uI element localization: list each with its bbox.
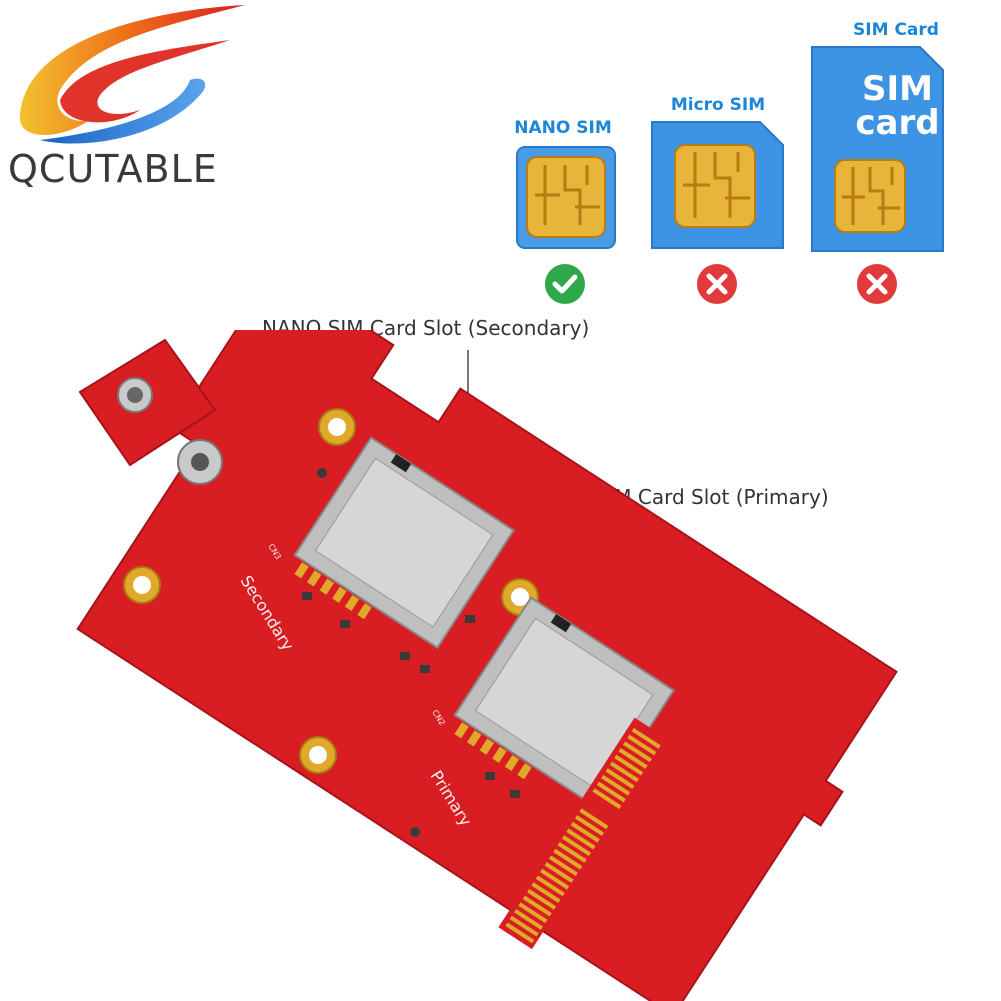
nano-sim-card-icon: [516, 146, 616, 249]
smd-component: [340, 620, 350, 628]
check-icon: [545, 264, 585, 304]
via: [410, 827, 420, 837]
micro-sim-card-icon: [651, 121, 784, 249]
mount-hole-center: [328, 418, 346, 436]
secondary-sim-slot-inner: [314, 457, 494, 628]
brand-logo: [20, 5, 245, 144]
cross-icon: [857, 264, 897, 304]
brand-name: QCUTABLE: [8, 147, 218, 191]
cross-icon: [697, 264, 737, 304]
smd-component: [485, 772, 495, 780]
mount-hole-center: [511, 588, 529, 606]
standoff-inner: [191, 453, 209, 471]
logo-swoosh-red: [60, 40, 230, 123]
sim-card-text-line1: SIM: [862, 69, 933, 109]
micro-sim-title: Micro SIM: [670, 95, 766, 115]
sim-card-text: SIM card: [850, 72, 945, 140]
standard-sim-card-icon: [811, 46, 944, 252]
smd-component: [420, 665, 430, 673]
sim-card-title: SIM Card: [853, 20, 939, 40]
mount-hole-center: [309, 746, 327, 764]
smd-component: [465, 615, 475, 623]
mini-pcie-board: Secondary Primary CN3 CN2: [76, 330, 898, 1001]
logo-swoosh-blue: [40, 78, 206, 144]
smd-component: [302, 592, 312, 600]
edge-connector-pins: [505, 727, 661, 944]
pcb: [76, 330, 898, 1001]
nano-sim-title: NANO SIM: [514, 118, 612, 138]
mount-screw-inner: [127, 387, 143, 403]
smd-component: [400, 652, 410, 660]
logo-swoosh-orange: [20, 5, 245, 135]
sim-card-text-line2: card: [855, 103, 940, 143]
smd-component: [510, 790, 520, 798]
mount-hole-center: [133, 576, 151, 594]
via: [317, 468, 327, 478]
